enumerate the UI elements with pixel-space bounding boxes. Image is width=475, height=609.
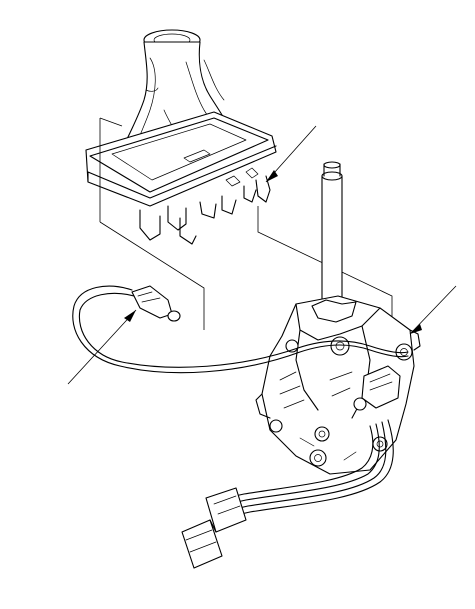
- callout-arrow-2: [124, 310, 136, 322]
- callout-leader-3: [409, 285, 457, 335]
- shift-lever-assembly: [255, 161, 421, 475]
- callout-leader-2: [67, 309, 137, 385]
- shift-lock-solenoid-harness: [181, 419, 394, 569]
- callout-arrow-3: [410, 324, 422, 334]
- callout-leaders: [67, 125, 457, 385]
- callout-arrow-1: [266, 170, 278, 182]
- console-trim-bezel: [85, 111, 277, 245]
- indicator-bulb-socket: [72, 285, 409, 374]
